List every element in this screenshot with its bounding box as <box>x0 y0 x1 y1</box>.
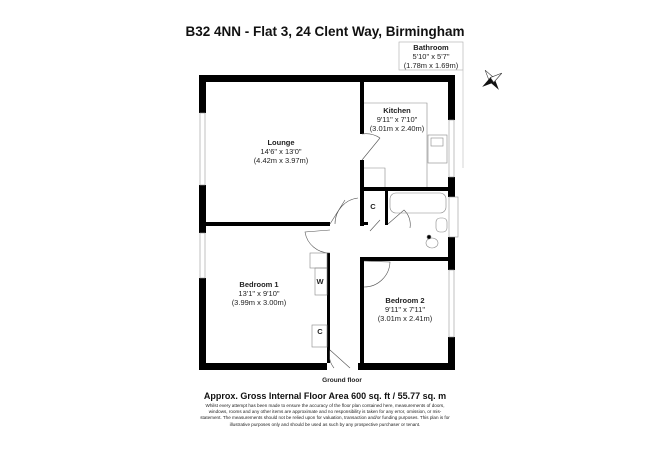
bedroom1-imperial: 13'1" x 9'10" <box>238 289 279 298</box>
cupboard-label: C <box>370 202 376 211</box>
bedroom1-name: Bedroom 1 <box>239 280 278 289</box>
cupboard-label-2: C <box>317 327 323 336</box>
plan-title: B32 4NN - Flat 3, 24 Clent Way, Birmingh… <box>185 24 465 39</box>
windows <box>199 112 459 338</box>
kitchen-imperial: 9'11" x 7'10" <box>377 115 418 124</box>
bathroom-callout <box>398 41 464 71</box>
bedroom2-metric: (3.01m x 2.41m) <box>378 314 433 323</box>
bedroom2-name: Bedroom 2 <box>385 296 424 305</box>
lounge-imperial: 14'6" x 13'0" <box>260 147 301 156</box>
walls <box>199 75 455 370</box>
wardrobe-label: W <box>316 277 324 286</box>
floor-label: Ground floor <box>322 377 362 384</box>
lounge-name: Lounge <box>267 138 294 147</box>
bathroom-name: Bathroom <box>413 43 449 52</box>
kitchen-name: Kitchen <box>383 106 411 115</box>
lounge-metric: (4.42m x 3.97m) <box>254 156 309 165</box>
bedroom1-metric: (3.99m x 3.00m) <box>232 298 287 307</box>
closet-outlines <box>309 252 328 348</box>
kitchen-units <box>364 102 448 187</box>
floor-area: Approx. Gross Internal Floor Area 600 sq… <box>203 391 447 401</box>
bathroom-imperial: 5'10" x 5'7" <box>413 52 450 61</box>
bathroom-fittings <box>389 192 448 249</box>
kitchen-metric: (3.01m x 2.40m) <box>370 124 425 133</box>
bathroom-metric: (1.78m x 1.69m) <box>404 61 459 70</box>
disclaimer: Whilst every attempt has been made to en… <box>200 403 450 427</box>
compass-rose-icon <box>482 69 503 90</box>
bedroom2-imperial: 9'11" x 7'11" <box>385 305 425 314</box>
